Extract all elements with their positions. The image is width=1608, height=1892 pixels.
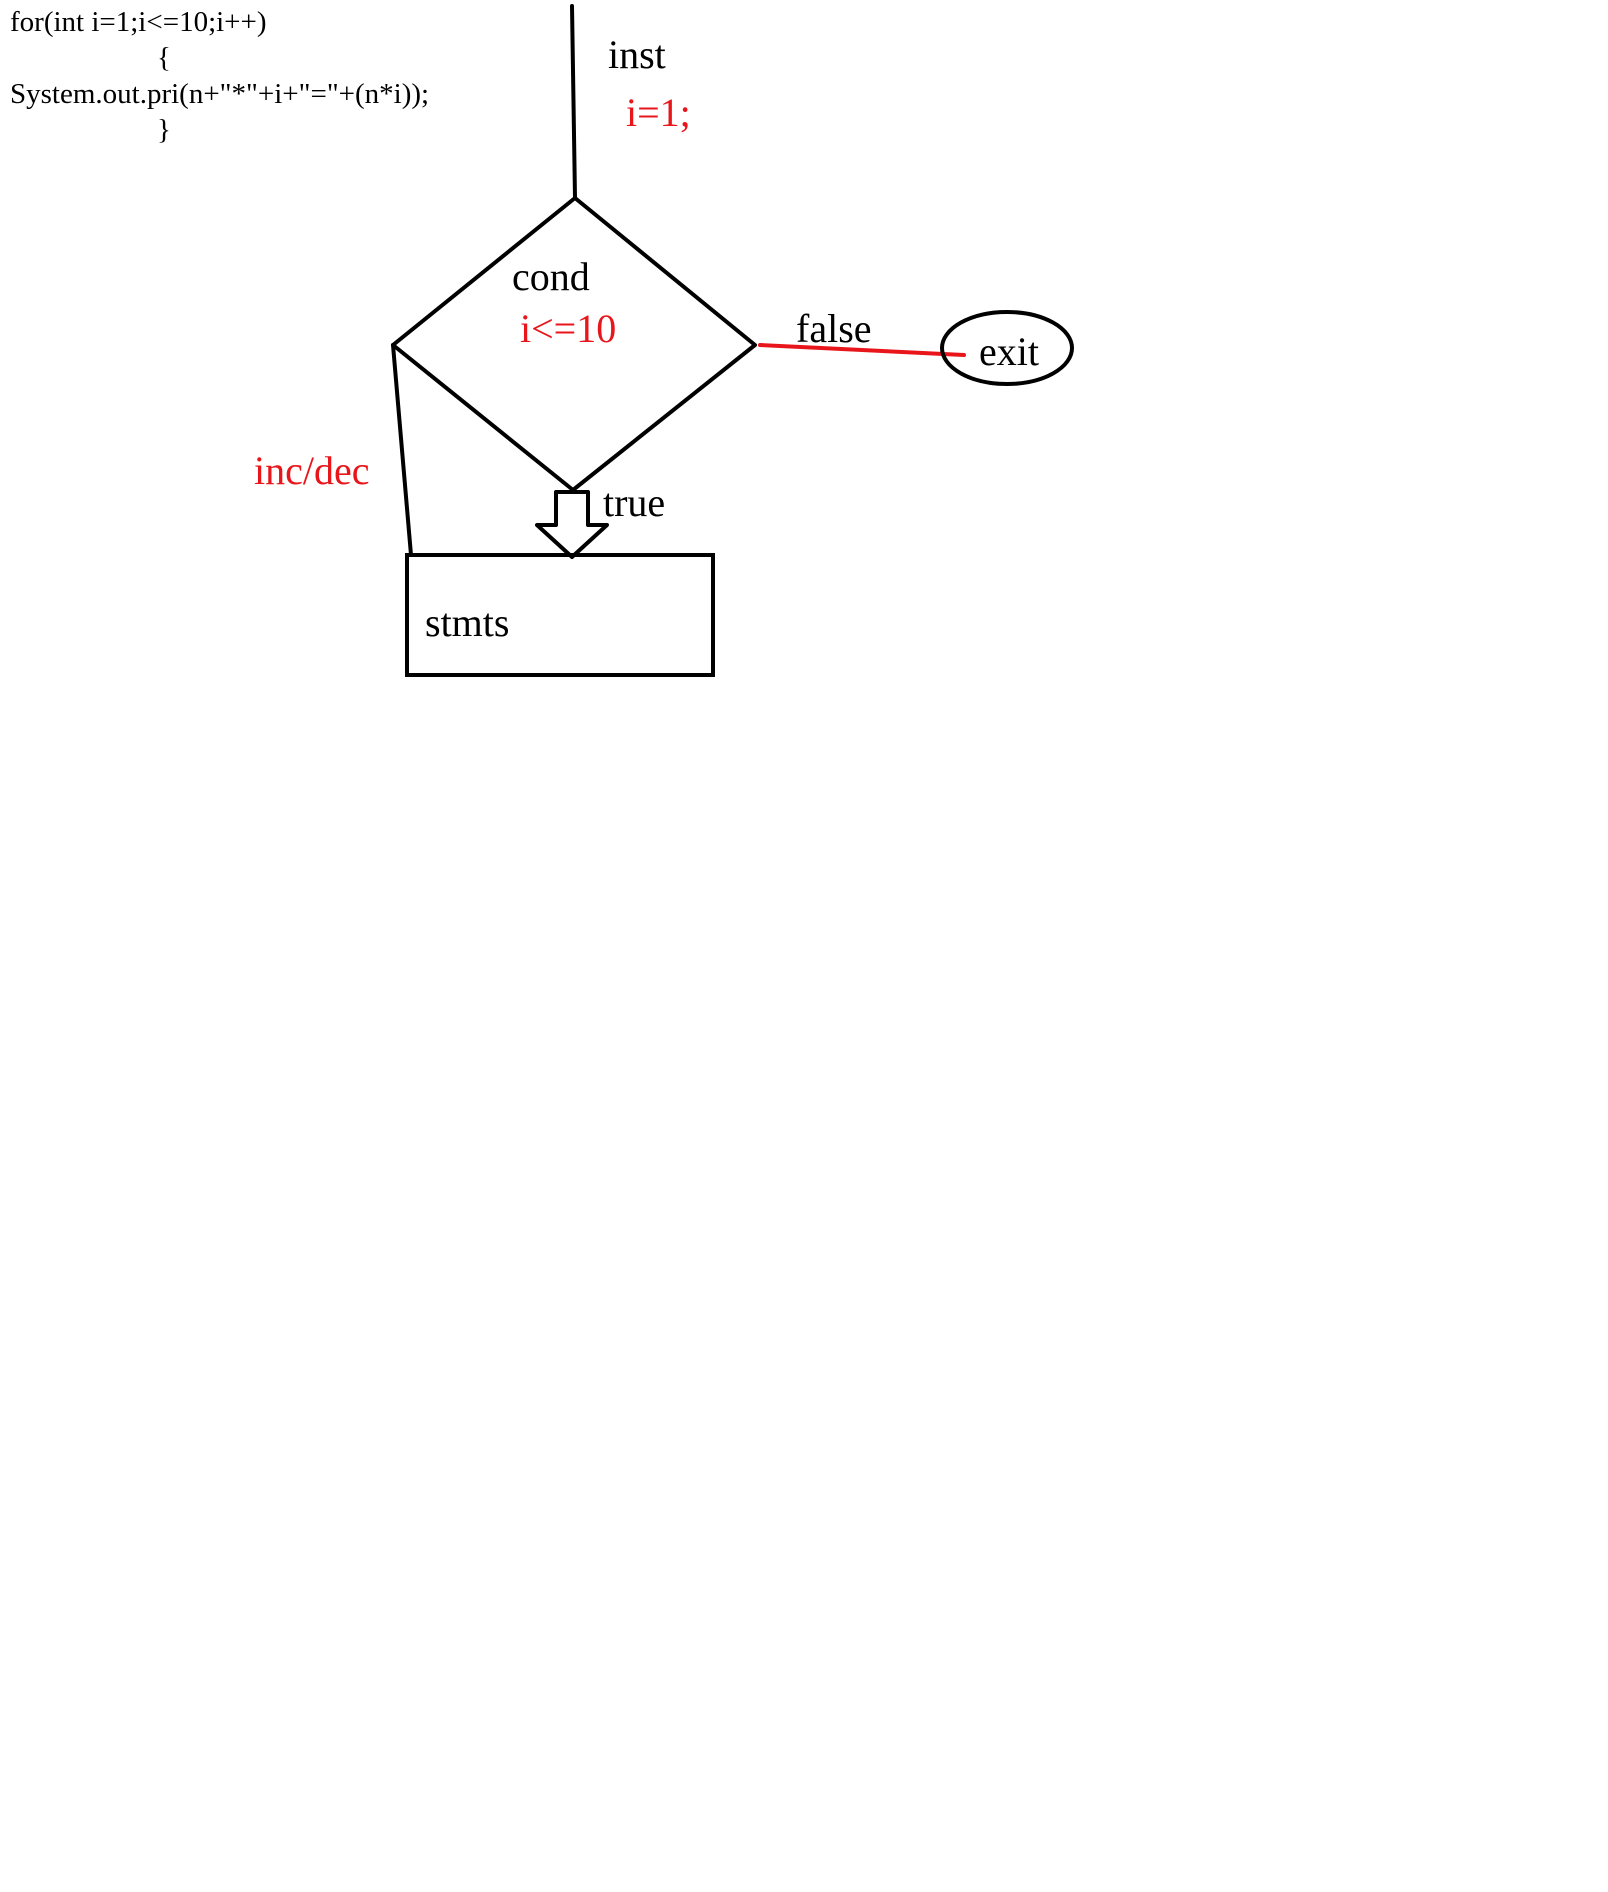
false-label: false (796, 306, 872, 351)
init-label: inst (608, 32, 666, 77)
statements-box (405, 553, 715, 677)
true-arrow (535, 490, 609, 559)
true-label: true (603, 480, 665, 525)
code-line-open-brace: { (157, 42, 171, 74)
code-line-print: System.out.pri(n+"*"+i+"="+(n*i)); (10, 78, 430, 110)
code-line-close-brace: } (157, 114, 171, 146)
cond-label: cond (512, 254, 590, 299)
entry-line (570, 4, 577, 200)
false-branch-line (758, 343, 966, 357)
init-value: i=1; (626, 90, 691, 135)
code-line-for: for(int i=1;i<=10;i++) (10, 6, 267, 38)
exit-node (940, 310, 1074, 386)
loop-back-line (391, 343, 413, 557)
loop-label: inc/dec (254, 448, 370, 493)
cond-value: i<=10 (520, 306, 616, 351)
body-label: stmts (425, 600, 509, 645)
exit-label: exit (979, 329, 1039, 374)
